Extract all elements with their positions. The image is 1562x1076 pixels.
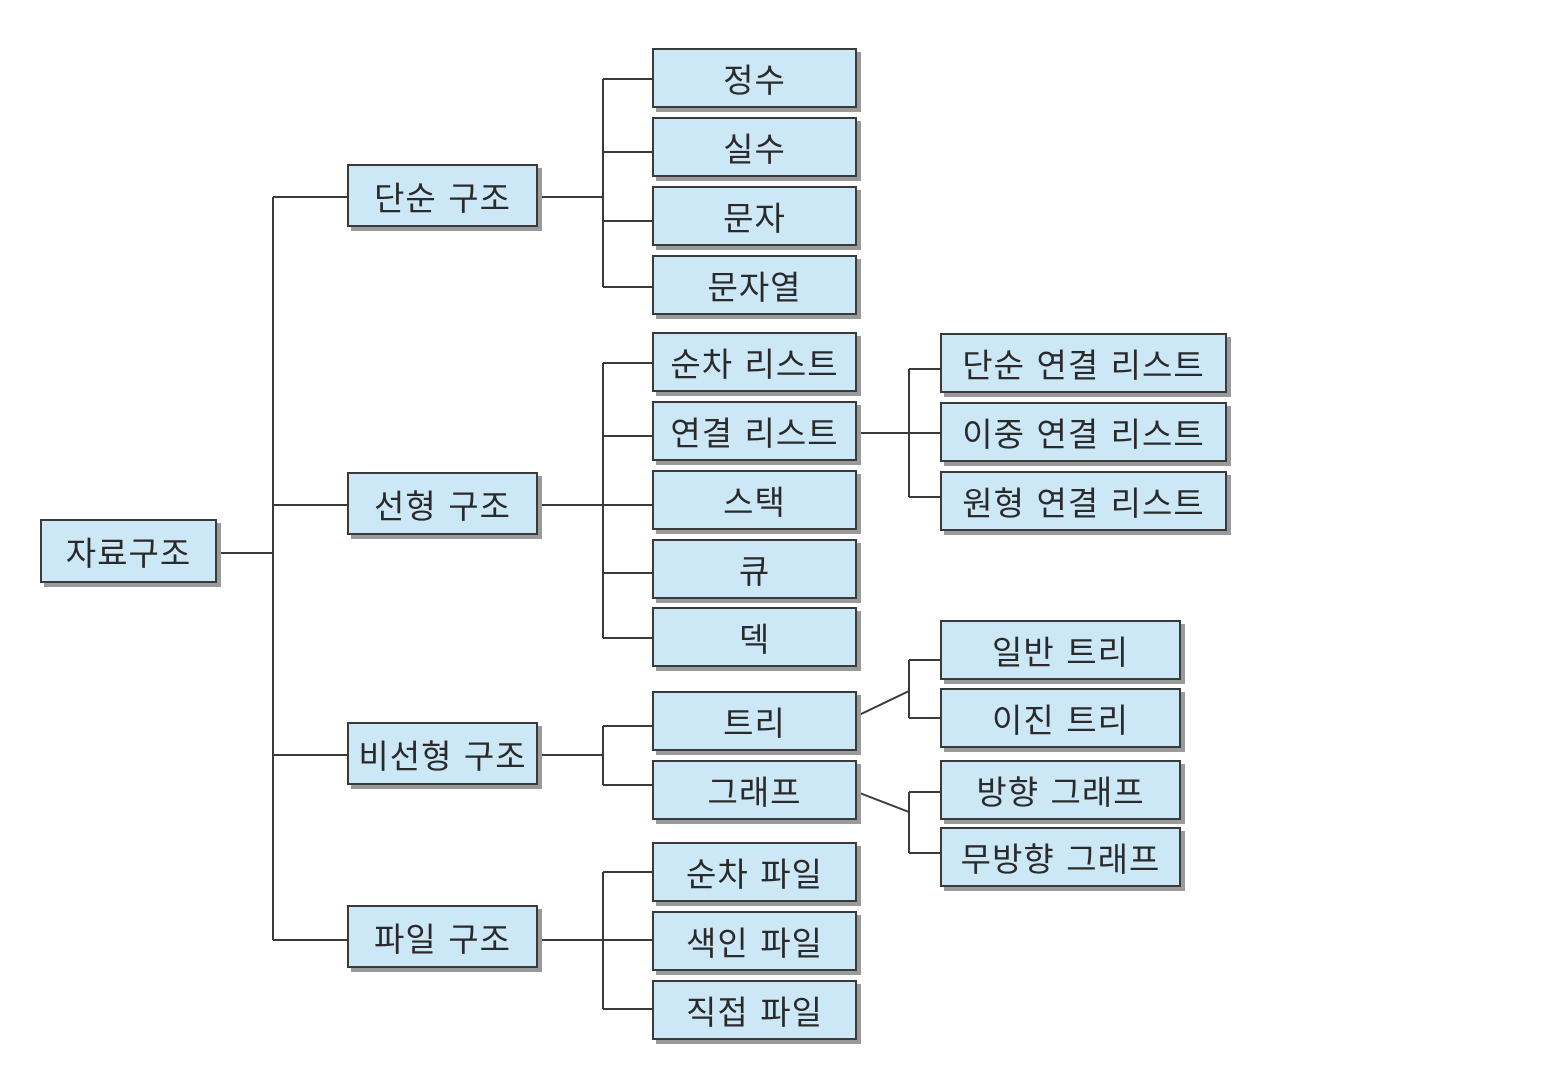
node-singly-linked-list: 단순 연결 리스트	[940, 333, 1227, 393]
node-indexed-file: 색인 파일	[652, 911, 857, 971]
node-direct-file: 직접 파일	[652, 980, 857, 1040]
node-simple-structure: 단순 구조	[347, 164, 538, 227]
node-graph: 그래프	[652, 760, 857, 820]
node-real: 실수	[652, 117, 857, 177]
node-file-structure: 파일 구조	[347, 905, 538, 968]
connector-graph	[856, 791, 940, 854]
node-general-tree: 일반 트리	[940, 620, 1181, 680]
node-linear-structure: 선형 구조	[347, 472, 538, 535]
connector-linear	[537, 362, 652, 639]
connector-nonlinear	[537, 725, 652, 786]
connector-simple	[537, 78, 652, 288]
node-binary-tree: 이진 트리	[940, 688, 1181, 748]
node-directed-graph: 방향 그래프	[940, 760, 1181, 820]
node-undirected-graph: 무방향 그래프	[940, 827, 1181, 887]
node-integer: 정수	[652, 48, 857, 108]
node-doubly-linked-list: 이중 연결 리스트	[940, 402, 1227, 462]
connector-file	[537, 871, 652, 1010]
node-deque: 덱	[652, 607, 857, 667]
node-character: 문자	[652, 186, 857, 246]
connector-root	[216, 196, 347, 941]
node-linked-list: 연결 리스트	[652, 401, 857, 461]
node-sequential-list: 순차 리스트	[652, 332, 857, 392]
node-stack: 스택	[652, 470, 857, 530]
node-queue: 큐	[652, 539, 857, 599]
connector-linked-list	[857, 368, 940, 498]
connector-tree	[856, 659, 940, 719]
node-sequential-file: 순차 파일	[652, 842, 857, 902]
node-circular-linked-list: 원형 연결 리스트	[940, 471, 1227, 531]
node-nonlinear-structure: 비선형 구조	[347, 722, 538, 785]
node-tree: 트리	[652, 691, 857, 751]
node-root: 자료구조	[40, 519, 217, 583]
node-string: 문자열	[652, 255, 857, 315]
